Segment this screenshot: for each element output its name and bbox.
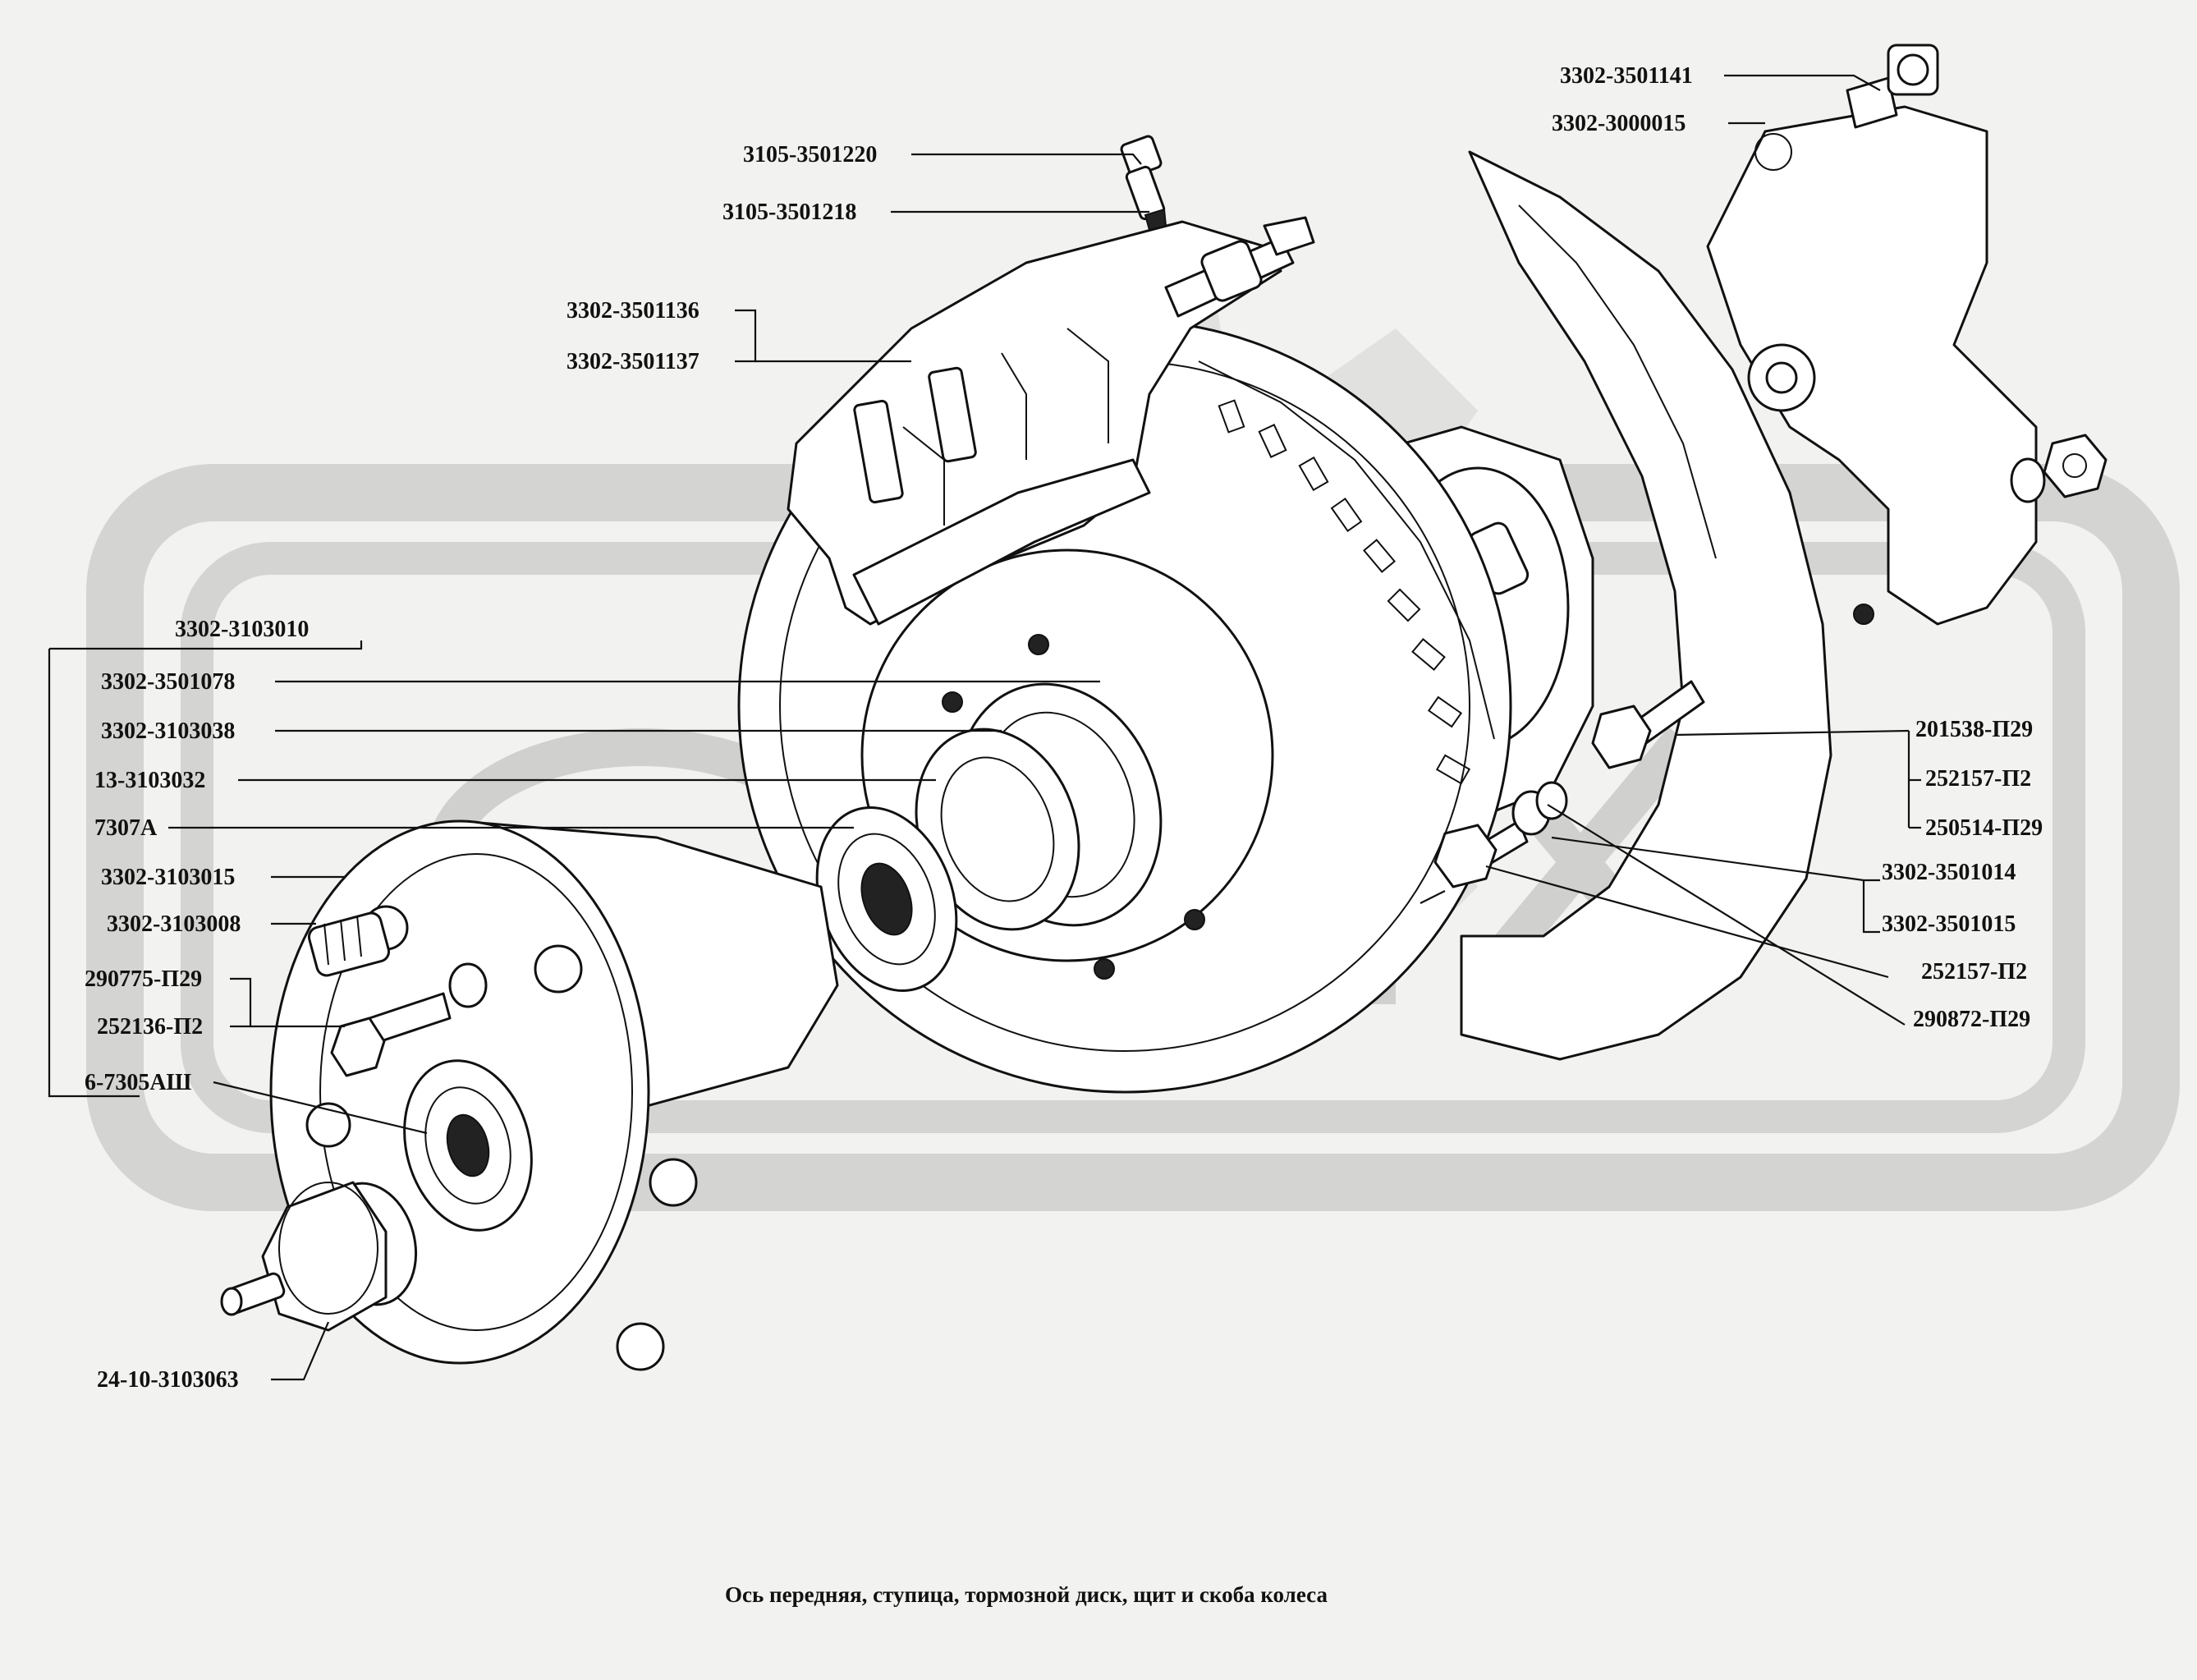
label-250514-p29: 250514-П29 [1925, 815, 2043, 841]
label-13-3103032: 13-3103032 [94, 768, 205, 793]
label-3302-3103038: 3302-3103038 [101, 718, 235, 744]
brake-shield [1460, 150, 1832, 1061]
hub-cap [220, 1181, 418, 1332]
label-3302-3501015: 3302-3501015 [1882, 911, 2016, 937]
brake-caliper [787, 220, 1282, 626]
seal-ring [915, 728, 1080, 931]
label-7307a: 7307А [94, 815, 158, 841]
hub-bolt [330, 962, 488, 1077]
part-labels: 3302-3501141 3302-3000015 3105-3501220 3… [85, 63, 2043, 1393]
label-3105-3501218: 3105-3501218 [722, 200, 856, 225]
label-252157-p2-a: 252157-П2 [1925, 766, 2031, 792]
label-3302-3103015: 3302-3103015 [101, 865, 235, 890]
label-3105-3501220: 3105-3501220 [743, 142, 877, 168]
disc-vent-slots [1218, 399, 1471, 785]
guide-pin [1164, 216, 1315, 318]
stud-bolt-top [1846, 44, 1939, 129]
label-3302-3501078: 3302-3501078 [101, 669, 235, 695]
label-3302-3501014: 3302-3501014 [1882, 860, 2016, 885]
label-201538-p29: 201538-П29 [1915, 717, 2033, 742]
label-24-10-3103063: 24-10-3103063 [97, 1367, 239, 1393]
wheel-stud [307, 911, 391, 977]
shield-bolt-lower [1433, 781, 1568, 888]
label-252157-p2-b: 252157-П2 [1921, 959, 2027, 985]
label-252136-p2: 252136-П2 [97, 1014, 203, 1040]
steering-knuckle [1706, 105, 2038, 626]
leader-lines [48, 74, 1921, 1381]
label-3302-3501136: 3302-3501136 [566, 298, 699, 324]
label-3302-3501137: 3302-3501137 [566, 349, 699, 374]
shield-bolt-upper [1591, 680, 1705, 769]
label-3302-3000015: 3302-3000015 [1552, 111, 1686, 136]
inner-bearing [815, 806, 958, 992]
label-290872-p29: 290872-П29 [1913, 1007, 2030, 1032]
nut-right [2010, 434, 2108, 503]
label-3302-3103008: 3302-3103008 [107, 911, 241, 937]
outer-bearing [403, 1059, 533, 1232]
label-6-7305ash: 6-7305АШ [85, 1070, 192, 1095]
label-3302-3103010: 3302-3103010 [175, 617, 309, 642]
label-290775-p29: 290775-П29 [85, 966, 202, 992]
label-3302-3501141: 3302-3501141 [1560, 63, 1693, 89]
bleed-valve [1120, 135, 1167, 232]
figure-caption: Ось передняя, ступица, тормозной диск, щ… [725, 1582, 1328, 1607]
